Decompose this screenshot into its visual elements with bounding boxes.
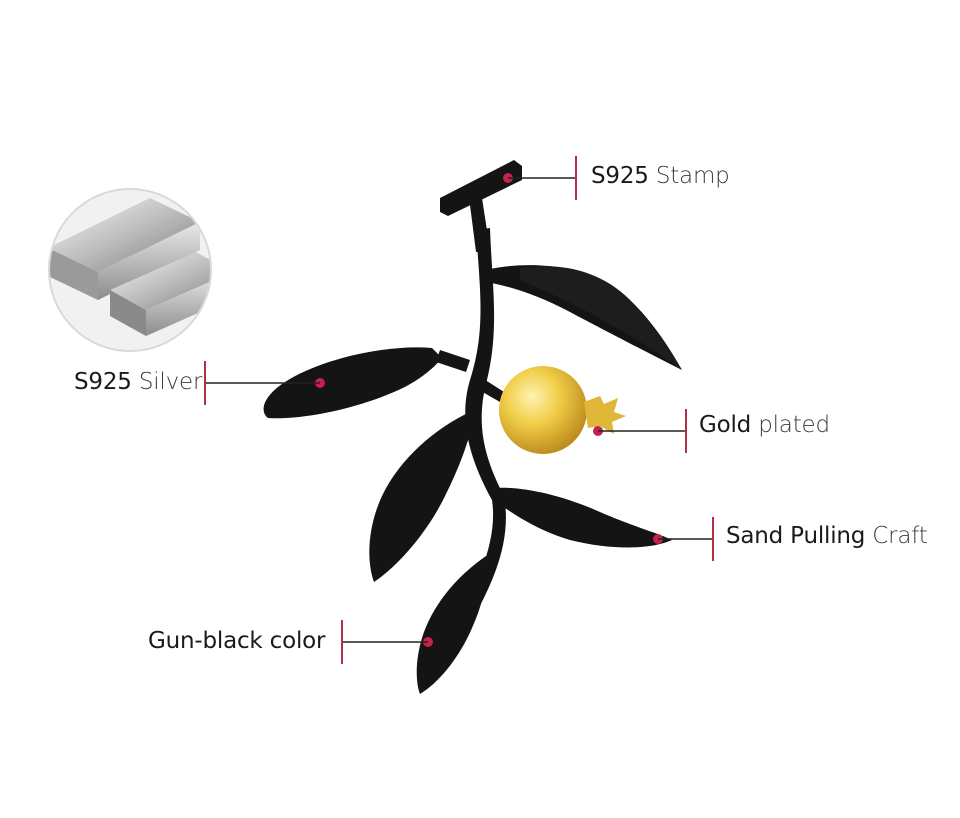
label-gold-plated-light: plated bbox=[758, 412, 830, 438]
gold-pomegranate-icon bbox=[499, 366, 626, 454]
label-s925-stamp: S925 Stamp bbox=[591, 163, 730, 189]
label-s925-silver: S925 Silver bbox=[74, 369, 202, 395]
label-gun-black-strong: Gun-black color bbox=[148, 628, 326, 654]
label-sand-pulling-strong: Sand Pulling bbox=[726, 523, 866, 549]
silver-bars-icon bbox=[48, 188, 212, 352]
label-s925-silver-strong: S925 bbox=[74, 369, 132, 395]
label-gold-plated-strong: Gold bbox=[699, 412, 752, 438]
label-s925-stamp-strong: S925 bbox=[591, 163, 649, 189]
label-s925-silver-light: Silver bbox=[138, 369, 203, 395]
label-sand-pulling-light: Craft bbox=[872, 523, 928, 549]
branch-brooch-icon bbox=[263, 160, 682, 694]
label-gold-plated: Gold plated bbox=[699, 412, 830, 438]
label-gun-black-color: Gun-black color bbox=[148, 628, 325, 654]
label-sand-pulling-craft: Sand Pulling Craft bbox=[726, 523, 928, 549]
label-s925-stamp-light: Stamp bbox=[655, 163, 730, 189]
